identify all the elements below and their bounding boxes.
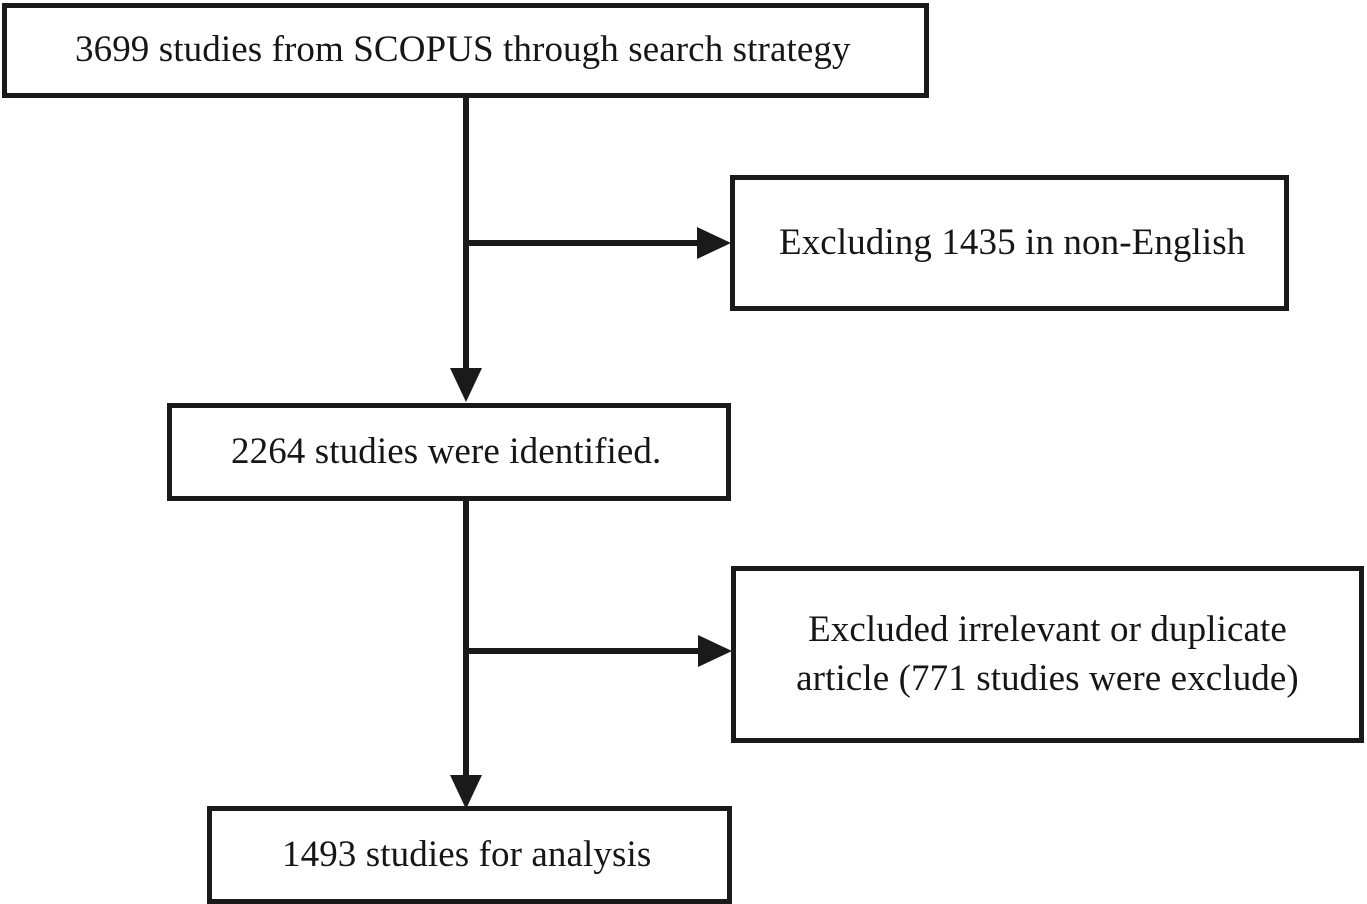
edge-source-to-identified-line bbox=[463, 97, 469, 369]
node-studies-identified-label: 2264 studies were identified. bbox=[231, 430, 662, 472]
edge-identified-to-exclude-duplicate-line bbox=[466, 648, 715, 654]
node-source-studies-label: 3699 studies from SCOPUS through search … bbox=[75, 29, 851, 71]
node-exclude-non-english: Excluding 1435 in non-English bbox=[730, 175, 1289, 311]
node-studies-for-analysis-label: 1493 studies for analysis bbox=[282, 833, 652, 875]
arrow-down-icon-into-analysis bbox=[450, 775, 482, 809]
node-exclude-irrelevant-duplicate-label: Excluded irrelevant or duplicate article … bbox=[736, 606, 1359, 702]
node-exclude-line-2: article (771 studies were exclude) bbox=[796, 657, 1299, 699]
node-exclude-non-english-label: Excluding 1435 in non-English bbox=[779, 221, 1246, 263]
arrow-right-icon-into-exclude-duplicate bbox=[698, 635, 732, 667]
node-studies-identified: 2264 studies were identified. bbox=[167, 403, 731, 501]
node-studies-for-analysis: 1493 studies for analysis bbox=[207, 806, 732, 904]
arrow-right-icon-into-exclude-non-english bbox=[697, 227, 731, 259]
node-exclude-line-1: Excluded irrelevant or duplicate bbox=[808, 609, 1287, 651]
arrow-down-icon-into-identified bbox=[450, 368, 482, 402]
node-exclude-irrelevant-duplicate: Excluded irrelevant or duplicate article … bbox=[731, 566, 1364, 743]
node-source-studies: 3699 studies from SCOPUS through search … bbox=[2, 3, 929, 98]
edge-identified-to-analysis-line bbox=[463, 500, 469, 778]
edge-source-to-exclude-non-english-line bbox=[466, 240, 714, 246]
